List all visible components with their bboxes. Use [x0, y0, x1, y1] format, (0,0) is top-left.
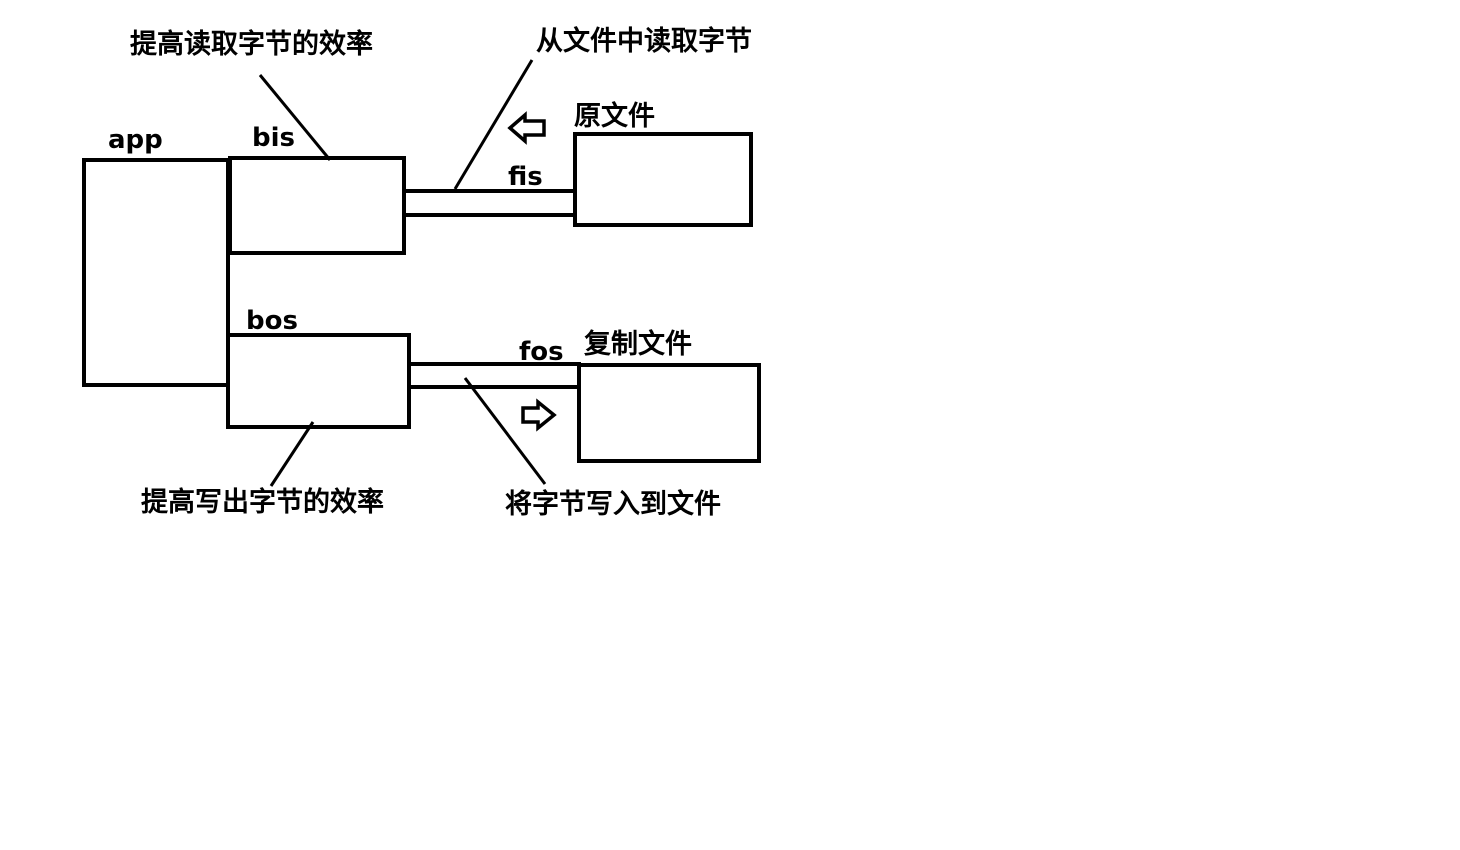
fos-note-connector	[463, 377, 547, 485]
source-file-box	[573, 132, 753, 227]
copy-file-box	[577, 363, 761, 463]
source-file-label: 原文件	[574, 100, 655, 132]
fis-pipe	[402, 189, 577, 217]
bos-label: bos	[246, 306, 298, 336]
bos-note-connector	[269, 421, 315, 487]
bos-box	[226, 333, 411, 429]
app-label: app	[108, 125, 163, 155]
bos-note: 提高写出字节的效率	[141, 486, 384, 518]
bis-label: bis	[252, 123, 295, 153]
bis-note: 提高读取字节的效率	[130, 28, 373, 60]
bis-note-connector	[258, 74, 332, 161]
bis-box	[228, 156, 406, 255]
fis-note-connector	[453, 59, 534, 190]
fis-note: 从文件中读取字节	[536, 25, 752, 57]
fos-note: 将字节写入到文件	[505, 488, 721, 520]
fos-pipe	[407, 362, 581, 389]
app-box	[82, 158, 230, 387]
arrow-right-icon	[521, 398, 557, 432]
arrow-left-icon	[507, 111, 546, 145]
copy-file-label: 复制文件	[584, 328, 692, 360]
fos-label: fos	[519, 337, 564, 367]
fis-label: fis	[508, 162, 543, 192]
